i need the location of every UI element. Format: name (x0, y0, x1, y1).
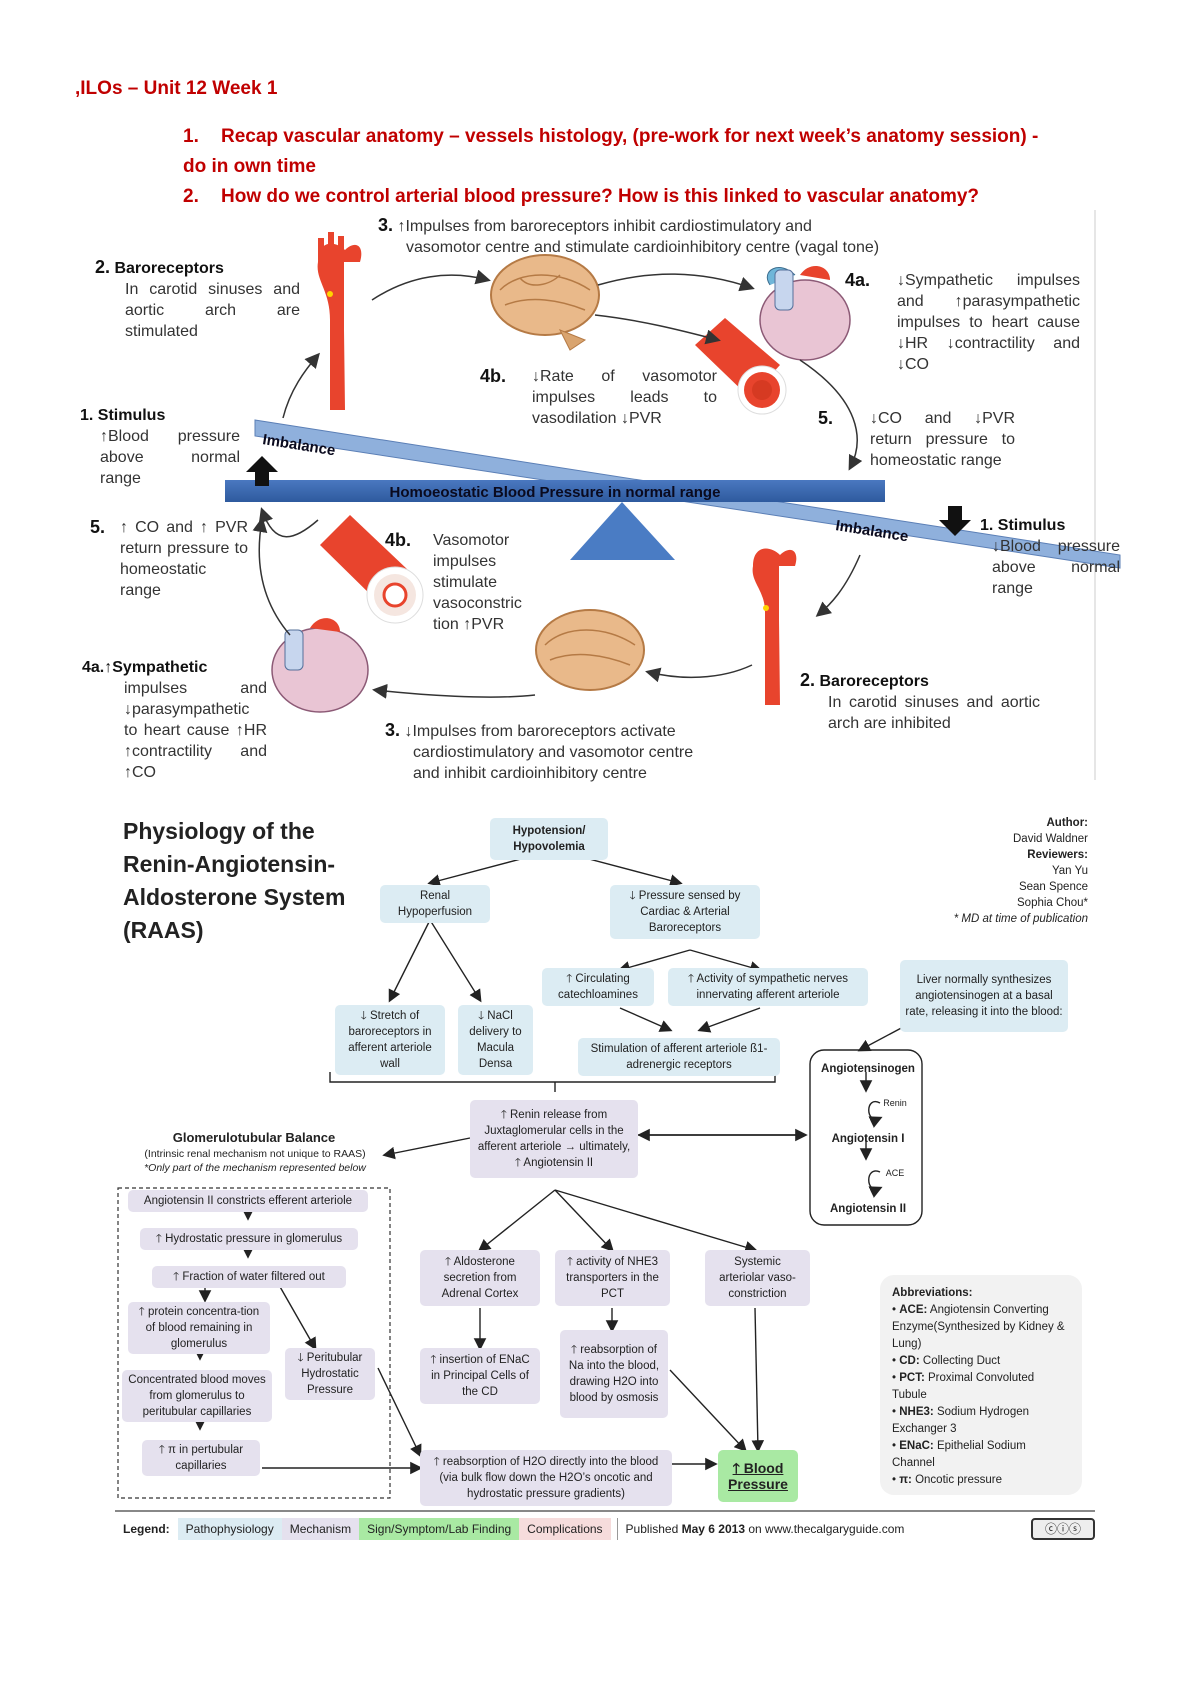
beam-label: Homoeostatic Blood Pressure in normal ra… (390, 484, 721, 501)
bp-top-step5: 5.↓CO and ↓PVR return pressure to homeos… (818, 408, 1015, 469)
up-arrow-icon (246, 456, 278, 486)
abbr-item: • CD: Collecting Duct (892, 1355, 1001, 1367)
hypotension-box: Hypotension/ Hypovolemia (490, 818, 608, 860)
abbr-item: • π: Oncotic pressure (892, 1474, 1003, 1486)
hydrostatic-glomerulus-box: 🡑 Hydrostatic pressure in glomerulus (140, 1228, 358, 1250)
bp-top-step4a: 4a.↓Sympathetic impulses and ↑parasympat… (845, 270, 1080, 373)
vessel-constricted-icon (320, 515, 424, 624)
gtb-title: Glomerulotubular Balance (172, 1130, 336, 1145)
legend-complications: Complications (519, 1518, 611, 1540)
angiotensin-1-label: Angiotensin I (831, 1133, 905, 1145)
cc-license-icon: ⓒⓘⓢ (1031, 1518, 1095, 1540)
brain-icon-top (490, 254, 600, 351)
nacl-box: 🡓 NaCl delivery to Macula Densa (458, 1005, 533, 1075)
pressure-sensed-box: 🡓 Pressure sensed by Cardiac & Arterial … (610, 885, 760, 939)
sympathetic-activity-box: 🡑 Activity of sympathetic nerves innerva… (668, 968, 868, 1006)
bp-bot-step1: 1. Stimulus ↓Blood pressure above normal… (980, 517, 1120, 597)
gtb-note: *Only part of the mechanism represented … (144, 1162, 366, 1174)
abbr-item: • NHE3: Sodium Hydrogen Exchanger 3 (892, 1406, 1030, 1435)
bp-top-step2: 2. Baroreceptors In carotid sinuses and … (95, 257, 300, 340)
angiotensinogen-label: Angiotensinogen (821, 1063, 915, 1075)
raas-title: Physiology of the Renin-Angiotensin- Ald… (123, 818, 346, 943)
heart-icon-bottom (271, 618, 369, 713)
enac-box: 🡑 insertion of ENaC in Principal Cells o… (420, 1348, 540, 1404)
blood-pressure-box: 🡑 Blood Pressure (718, 1450, 798, 1502)
ang2-constricts-box: Angiotensin II constricts efferent arter… (128, 1190, 368, 1212)
afferent-stimulation-box: Stimulation of afferent arteriole ß1-adr… (578, 1038, 780, 1076)
ilo-text: Recap vascular anatomy – vessels histolo… (221, 126, 1039, 147)
legend-pathophysiology: Pathophysiology (177, 1518, 282, 1540)
ace-label: ACE (885, 1168, 905, 1178)
aldosterone-box: 🡑 Aldosterone secretion from Adrenal Cor… (420, 1250, 540, 1306)
aorta-icon-top (317, 232, 362, 410)
raas-credits: Author: David Waldner Reviewers: Yan Yu … (953, 817, 1088, 925)
arrow (645, 664, 753, 683)
bp-bot-step4a: 4a.↑Sympathetic impulses and ↓parasympat… (82, 659, 267, 781)
protein-concentration-box: 🡑 protein concentra-tion of blood remain… (128, 1302, 270, 1354)
h2o-reabsorption-box: 🡑 reabsorption of H2O directly into the … (420, 1450, 672, 1506)
ilo-item-1: 1. Recap vascular anatomy – vessels histo… (183, 122, 1038, 152)
angiotensin-2-label: Angiotensin II (829, 1203, 907, 1215)
heart-icon-top (759, 265, 851, 361)
arrow (371, 269, 491, 301)
fraction-filtered-box: 🡑 Fraction of water filtered out (152, 1266, 346, 1288)
ilo-number: 1. (183, 126, 199, 147)
renin-label: Renin (883, 1098, 907, 1108)
legend-bar: Legend: Pathophysiology Mechanism Sign/S… (115, 1510, 1095, 1540)
concentrated-blood-box: Concentrated blood moves from glomerulus… (122, 1370, 272, 1422)
arrow (815, 554, 861, 617)
abbr-item: • PCT: Proximal Convoluted Tubule (892, 1372, 1035, 1401)
arrow (799, 359, 863, 471)
abbr-item: • ACE: Angiotensin Converting Enzyme(Syn… (892, 1304, 1065, 1350)
legend-sign: Sign/Symptom/Lab Finding (359, 1518, 520, 1540)
ilo-item-1-cont: do in own time (183, 156, 316, 177)
abbr-item: • ENaC: Epithelial Sodium Channel (892, 1440, 1026, 1469)
arrow (597, 273, 755, 292)
bp-bot-step5: 5.↑ CO and ↑ PVR return pressure to home… (90, 517, 248, 599)
systemic-vasoconstriction-box: Systemic arteriolar vaso-constriction (705, 1250, 810, 1306)
fulcrum-icon (570, 502, 675, 560)
arrow (252, 517, 291, 636)
ilo-text: How do we control arterial blood pressur… (221, 186, 980, 207)
arrow (372, 683, 536, 699)
arrow (282, 352, 320, 419)
bp-bot-step3: 3. ↓Impulses from baroreceptors activate… (385, 720, 694, 782)
page-title: ,ILOs – Unit 12 Week 1 (75, 78, 278, 99)
homeostatic-beam (225, 480, 885, 502)
abbreviations-panel: Abbreviations: • ACE: Angiotensin Conver… (880, 1275, 1082, 1495)
nhe3-box: 🡑 activity of NHE3 transporters in the P… (555, 1250, 670, 1306)
ilo-item-2: 2. How do we control arterial blood press… (183, 182, 979, 212)
bp-diagram-graphics: Homoeostatic Blood Pressure in normal ra… (225, 210, 1121, 780)
gtb-subtitle: (Intrinsic renal mechanism not unique to… (144, 1148, 366, 1160)
renin-release-box: 🡑 Renin release from Juxtaglomerular cel… (470, 1100, 638, 1178)
published-line: Published May 6 2013 on www.thecalgarygu… (616, 1518, 913, 1540)
legend-label: Legend: (123, 1522, 170, 1536)
down-arrow-icon (939, 506, 971, 536)
arrow (594, 314, 721, 345)
bp-top-step3: 3. ↑Impulses from baroreceptors inhibit … (378, 215, 880, 256)
bp-bot-step4b: 4b.Vasomotor impulses stimulate vasocons… (385, 530, 522, 633)
legend-mechanism: Mechanism (281, 1518, 360, 1540)
circulating-catecholamines-box: 🡑 Circulating catechloamines (542, 968, 654, 1006)
na-reabsorption-box: 🡑 reabsorption of Na into the blood, dra… (560, 1330, 668, 1418)
aorta-icon-bottom (752, 548, 797, 705)
brain-icon-bottom (535, 609, 645, 691)
stretch-box: 🡓 Stretch of baroreceptors in afferent a… (335, 1005, 445, 1075)
ilo-number: 2. (183, 186, 199, 207)
bp-top-step4b: 4b.↓Rate of vasomotor impulses leads to … (480, 366, 717, 427)
bp-top-step1: 1. Stimulus ↑Blood pressure above normal… (80, 407, 240, 487)
pi-peritubular-box: 🡑 π in pertubular capillaries (142, 1440, 260, 1476)
liver-box: Liver normally synthesizes angiotensinog… (900, 960, 1068, 1032)
arrow (258, 507, 319, 538)
renal-hypoperfusion-box: Renal Hypoperfusion (380, 885, 490, 923)
bp-bot-step2: 2. Baroreceptors In carotid sinuses and … (800, 670, 1040, 732)
peritubular-pressure-box: 🡓 Peritubular Hydrostatic Pressure (285, 1348, 375, 1400)
